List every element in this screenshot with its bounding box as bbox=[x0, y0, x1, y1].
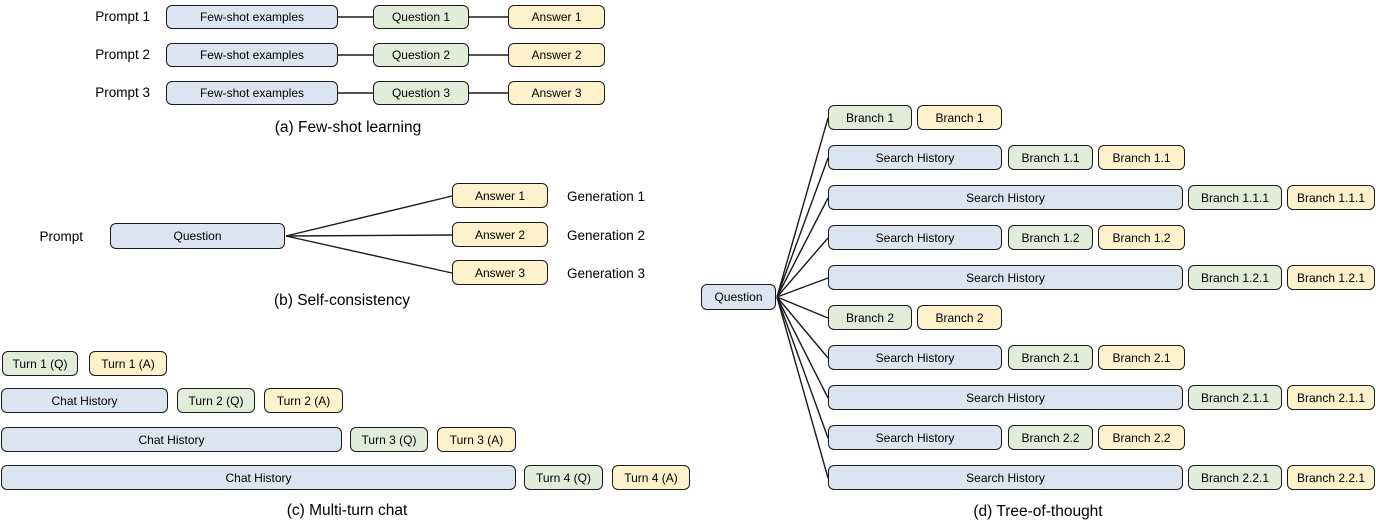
turn-box: Turn 3 (A) bbox=[437, 427, 516, 452]
branch-box: Branch 2.2.1 bbox=[1287, 465, 1375, 490]
connector-line bbox=[776, 277, 829, 298]
chat-history-box: Chat History bbox=[1, 388, 168, 413]
connector-line bbox=[285, 234, 453, 237]
turn-box: Turn 3 (Q) bbox=[350, 427, 428, 452]
branch-box: Branch 2.1.1 bbox=[1287, 385, 1375, 410]
branch-box: Branch 1.1.1 bbox=[1287, 185, 1375, 210]
search-history-box: Search History bbox=[828, 465, 1183, 490]
branch-box: Branch 2 bbox=[917, 305, 1002, 330]
branch-box: Branch 2.2 bbox=[1098, 425, 1185, 450]
answer-box: Answer 1 bbox=[508, 5, 605, 29]
branch-box: Branch 1.1.1 bbox=[1188, 185, 1282, 210]
chat-history-box: Chat History bbox=[1, 465, 516, 490]
connector-line bbox=[285, 195, 453, 237]
search-history-box: Search History bbox=[828, 425, 1002, 450]
branch-box: Branch 1.1 bbox=[1098, 145, 1185, 170]
answer-box: Answer 1 bbox=[452, 183, 548, 208]
connector-line bbox=[776, 296, 829, 359]
connector-line bbox=[776, 197, 829, 298]
turn-box: Turn 2 (A) bbox=[264, 388, 343, 413]
branch-box: Branch 1.2.1 bbox=[1188, 265, 1282, 290]
prompt-label: Prompt bbox=[39, 229, 83, 244]
question-box: Question bbox=[110, 223, 285, 249]
question-box: Question 3 bbox=[373, 81, 469, 105]
branch-box: Branch 2.2 bbox=[1008, 425, 1093, 450]
branch-box: Branch 2 bbox=[828, 305, 912, 330]
connector-line bbox=[776, 237, 829, 298]
caption-few-shot: (a) Few-shot learning bbox=[274, 119, 422, 136]
branch-box: Branch 2.1.1 bbox=[1188, 385, 1282, 410]
connector-line bbox=[776, 296, 829, 479]
turn-box: Turn 1 (A) bbox=[89, 351, 167, 376]
search-history-box: Search History bbox=[828, 345, 1002, 370]
connector-line bbox=[285, 235, 453, 274]
branch-box: Branch 2.1 bbox=[1008, 345, 1093, 370]
branch-box: Branch 1.2.1 bbox=[1287, 265, 1375, 290]
branch-box: Branch 2.1 bbox=[1098, 345, 1185, 370]
connector-line bbox=[776, 117, 829, 298]
search-history-box: Search History bbox=[828, 185, 1183, 210]
few-shot-examples-box: Few-shot examples bbox=[166, 5, 338, 29]
branch-box: Branch 1 bbox=[917, 105, 1002, 130]
search-history-box: Search History bbox=[828, 385, 1183, 410]
prompt-label: Prompt 1 bbox=[95, 9, 150, 24]
chat-history-box: Chat History bbox=[1, 427, 342, 452]
answer-box: Answer 3 bbox=[452, 260, 548, 285]
question-box: Question 1 bbox=[373, 5, 469, 29]
caption-tree-of-thought: (d) Tree-of-thought bbox=[973, 503, 1103, 520]
question-box: Question 2 bbox=[373, 43, 469, 67]
prompt-label: Prompt 3 bbox=[95, 85, 150, 100]
branch-box: Branch 1.1 bbox=[1008, 145, 1093, 170]
few-shot-examples-box: Few-shot examples bbox=[166, 81, 338, 105]
branch-box: Branch 1 bbox=[828, 105, 912, 130]
branch-box: Branch 1.2 bbox=[1008, 225, 1093, 250]
answer-box: Answer 2 bbox=[452, 222, 548, 247]
generation-label: Generation 3 bbox=[567, 266, 646, 281]
turn-box: Turn 4 (A) bbox=[612, 465, 690, 490]
answer-box: Answer 3 bbox=[508, 81, 605, 105]
turn-box: Turn 1 (Q) bbox=[2, 351, 78, 376]
branch-box: Branch 2.2.1 bbox=[1188, 465, 1282, 490]
connector-line bbox=[776, 296, 829, 399]
connector-line bbox=[776, 296, 829, 319]
caption-self-consistency: (b) Self-consistency bbox=[273, 292, 411, 309]
turn-box: Turn 2 (Q) bbox=[177, 388, 255, 413]
prompt-label: Prompt 2 bbox=[95, 47, 150, 62]
connector-line bbox=[776, 157, 829, 298]
answer-box: Answer 2 bbox=[508, 43, 605, 67]
search-history-box: Search History bbox=[828, 225, 1002, 250]
generation-label: Generation 1 bbox=[567, 189, 646, 204]
few-shot-examples-box: Few-shot examples bbox=[166, 43, 338, 67]
connector-line bbox=[776, 296, 829, 439]
question-box: Question bbox=[701, 284, 776, 310]
caption-multi-turn: (c) Multi-turn chat bbox=[286, 502, 408, 519]
generation-label: Generation 2 bbox=[567, 228, 646, 243]
branch-box: Branch 1.2 bbox=[1098, 225, 1185, 250]
turn-box: Turn 4 (Q) bbox=[524, 465, 603, 490]
search-history-box: Search History bbox=[828, 145, 1002, 170]
search-history-box: Search History bbox=[828, 265, 1183, 290]
